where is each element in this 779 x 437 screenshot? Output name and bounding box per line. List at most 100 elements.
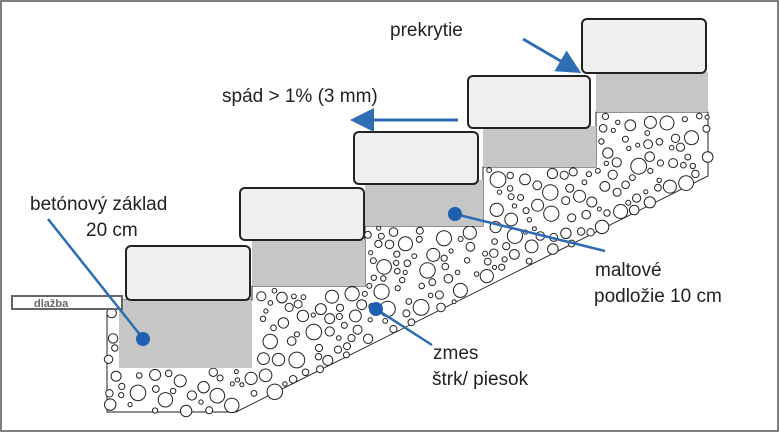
gravel-pebble (647, 167, 654, 174)
mix-leader (375, 307, 433, 347)
gravel-pebble (257, 352, 270, 366)
gravel-pebble (373, 283, 390, 300)
gravel-pebble (110, 370, 122, 382)
gravel-pebble (441, 262, 450, 271)
gravel-pebble (506, 185, 514, 192)
gravel-pebble (370, 274, 377, 281)
gravel-pebble (403, 259, 412, 268)
gravel-pebble (547, 243, 559, 255)
gravel-pebble (656, 177, 662, 184)
gravel-pebble (376, 259, 392, 275)
gravel-pebble (526, 217, 533, 223)
gravel-pebble (267, 300, 274, 306)
gravel-pebble (216, 374, 224, 382)
gravel-pebble (208, 367, 219, 377)
gravel-pebble (643, 196, 656, 209)
gravel-pebble (186, 390, 197, 401)
gravel-pebble (630, 157, 648, 175)
gravel-pebble (519, 173, 531, 186)
gravel-pebble (611, 157, 622, 168)
gravel-pebble (598, 124, 608, 133)
gravel-pebble (498, 263, 506, 271)
gravel-pebble (324, 326, 335, 337)
gravel-pebble (507, 193, 515, 201)
gravel-pebble (680, 161, 687, 169)
gravel-pebble (310, 312, 316, 318)
gravel-pebble (380, 275, 387, 282)
gravel-pebble (266, 383, 283, 400)
gravel-pebble (405, 298, 413, 305)
gravel-pebble (129, 384, 147, 402)
gravel-pebble (412, 299, 430, 316)
gravel-pebble (595, 167, 601, 174)
gravel-pebble (335, 303, 345, 312)
gravel-pebble (426, 247, 441, 262)
mix-label-line2: štrk/ piesok (432, 369, 529, 390)
gravel-pebble (394, 267, 401, 275)
step-stone-3 (353, 131, 479, 185)
gravel-pebble (342, 351, 350, 359)
concrete-label-line1: betónový základ (30, 194, 167, 215)
overlap-arrow (522, 37, 582, 74)
gravel-pebble (209, 387, 226, 404)
overlap-label: prekrytie (390, 20, 463, 41)
gravel-pebble (607, 169, 618, 180)
gravel-pebble (418, 282, 426, 290)
gravel-pebble (105, 389, 114, 398)
concrete-dot (136, 332, 150, 346)
gravel-pebble (434, 290, 444, 300)
gravel-pebble (596, 206, 602, 212)
gravel-pebble (127, 402, 133, 408)
gravel-pebble (702, 124, 711, 133)
gravel-pebble (374, 239, 383, 248)
gravel-pebble (151, 385, 160, 393)
mortar-label-line1: maltové (595, 260, 662, 281)
gravel-pebble (234, 377, 241, 383)
gravel-pebble (601, 112, 610, 121)
gravel-pebble (691, 169, 700, 179)
gravel-pebble (152, 407, 159, 414)
gravel-pebble (489, 248, 499, 258)
gravel-pebble (531, 198, 545, 212)
gravel-pebble (586, 196, 598, 208)
gravel-pebble (629, 174, 636, 182)
gravel-pebble (662, 179, 677, 194)
gravel-pebble (347, 334, 356, 343)
gravel-pebble (349, 309, 362, 323)
gravel-pebble (169, 387, 177, 395)
pavement-label: dlažba (34, 298, 69, 310)
gravel-pebble (324, 313, 336, 325)
gravel-pebble (198, 399, 204, 405)
gravel-pebble (233, 369, 239, 375)
gravel-pebble (271, 352, 286, 367)
gravel-pebble (668, 144, 675, 151)
gravel-pebble (625, 199, 632, 206)
gravel-pebble (602, 147, 614, 159)
gravel-pebble (613, 204, 629, 219)
gravel-pebble (561, 196, 571, 206)
gravel-pebble (626, 145, 632, 151)
gravel-pebble (314, 353, 323, 361)
gravel-pebble (586, 228, 595, 237)
gravel-pebble (576, 227, 586, 236)
gravel-pebble (250, 390, 258, 397)
gravel-pebble (670, 133, 681, 144)
gravel-pebble (560, 227, 572, 240)
gravel-pebble (388, 227, 399, 237)
concrete-leader (47, 218, 142, 337)
gravel-pebble (398, 236, 413, 252)
gravel-pebble (262, 333, 278, 350)
gravel-pebble (491, 238, 498, 245)
mortar-dot (448, 207, 462, 221)
gravel-pebble (491, 264, 498, 270)
gravel-pebble (293, 299, 303, 309)
gravel-pebble (376, 225, 382, 231)
gravel-pebble (517, 194, 525, 201)
gravel-pebble (239, 382, 245, 388)
gravel-pebble (415, 235, 423, 243)
gravel-pebble (282, 381, 288, 387)
gravel-pebble (599, 181, 611, 192)
gravel-pebble (440, 254, 448, 262)
gravel-pebble (263, 308, 269, 314)
gravel-pebble (389, 325, 398, 334)
